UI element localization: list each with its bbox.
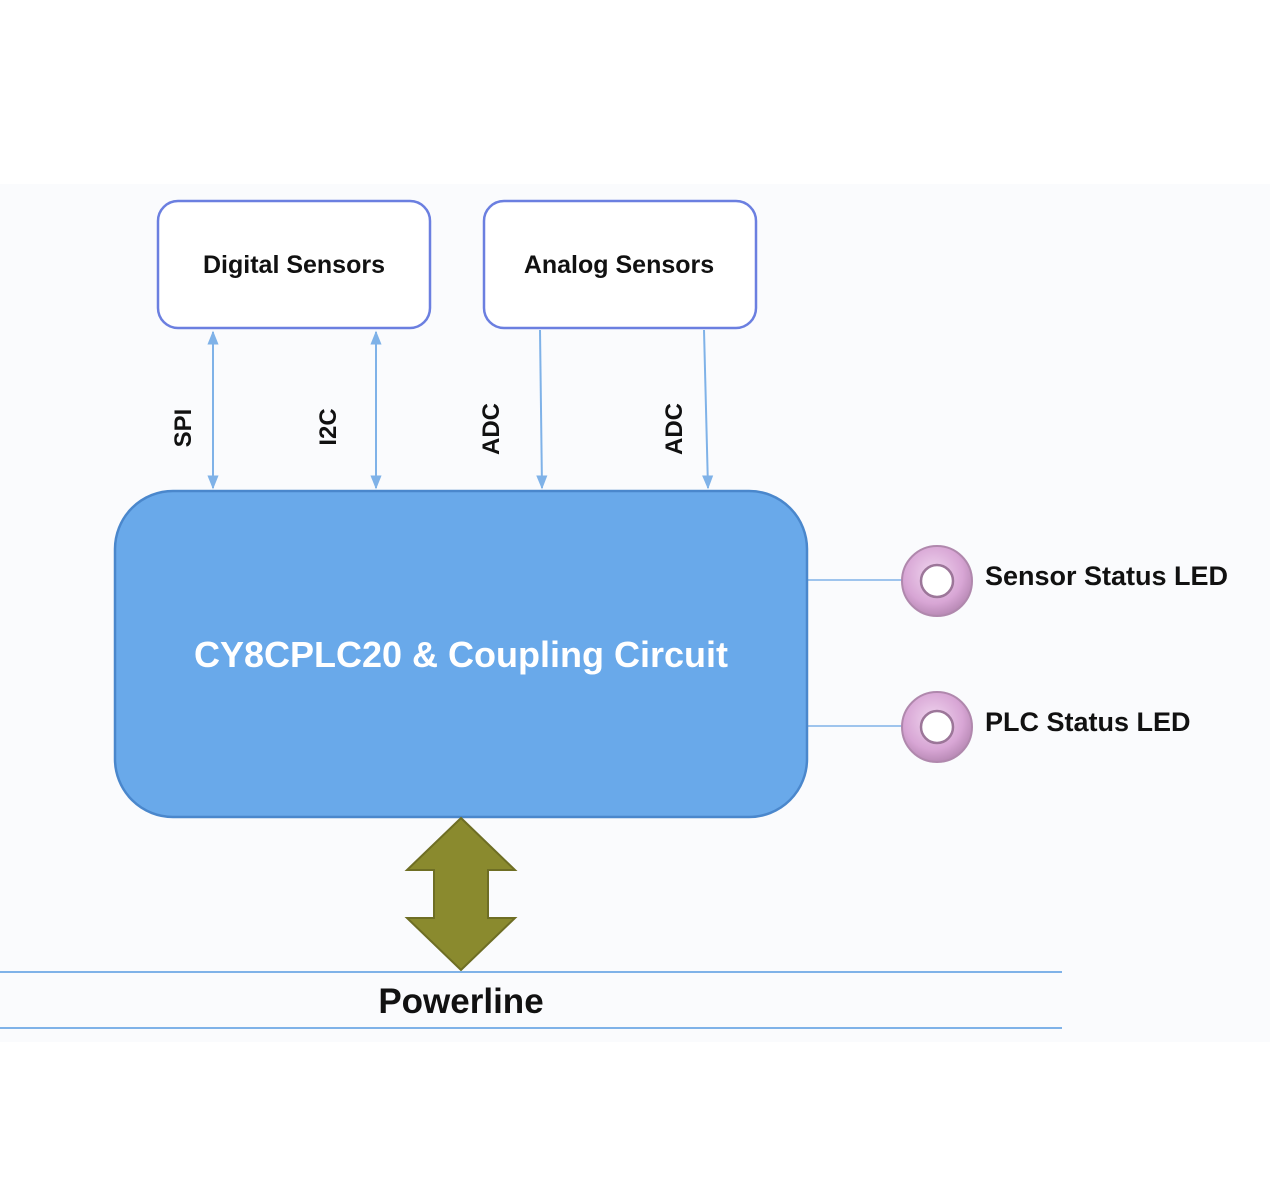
main-block-label: CY8CPLC20 & Coupling Circuit	[194, 634, 728, 675]
plc-status-led	[901, 691, 973, 763]
adc-label-2: ADC	[661, 403, 688, 455]
sensor-status-led-label: Sensor Status LED	[985, 561, 1228, 591]
powerline-arrow-icon	[404, 816, 518, 972]
analog-sensors-box: Analog Sensors	[482, 199, 758, 330]
analog-sensors-label: Analog Sensors	[524, 251, 714, 279]
i2c-label: I2C	[315, 408, 342, 445]
plc-status-led-label: PLC Status LED	[985, 707, 1191, 737]
adc-connector-1	[536, 329, 548, 490]
main-block: CY8CPLC20 & Coupling Circuit	[113, 489, 809, 819]
digital-sensors-box: Digital Sensors	[156, 199, 432, 330]
adc-connector-2	[702, 329, 714, 490]
digital-sensors-label: Digital Sensors	[203, 251, 385, 279]
adc-label-1: ADC	[478, 403, 505, 455]
sensor-status-led	[901, 545, 973, 617]
spi-label: SPI	[170, 409, 197, 448]
powerline-label: Powerline	[378, 982, 543, 1021]
